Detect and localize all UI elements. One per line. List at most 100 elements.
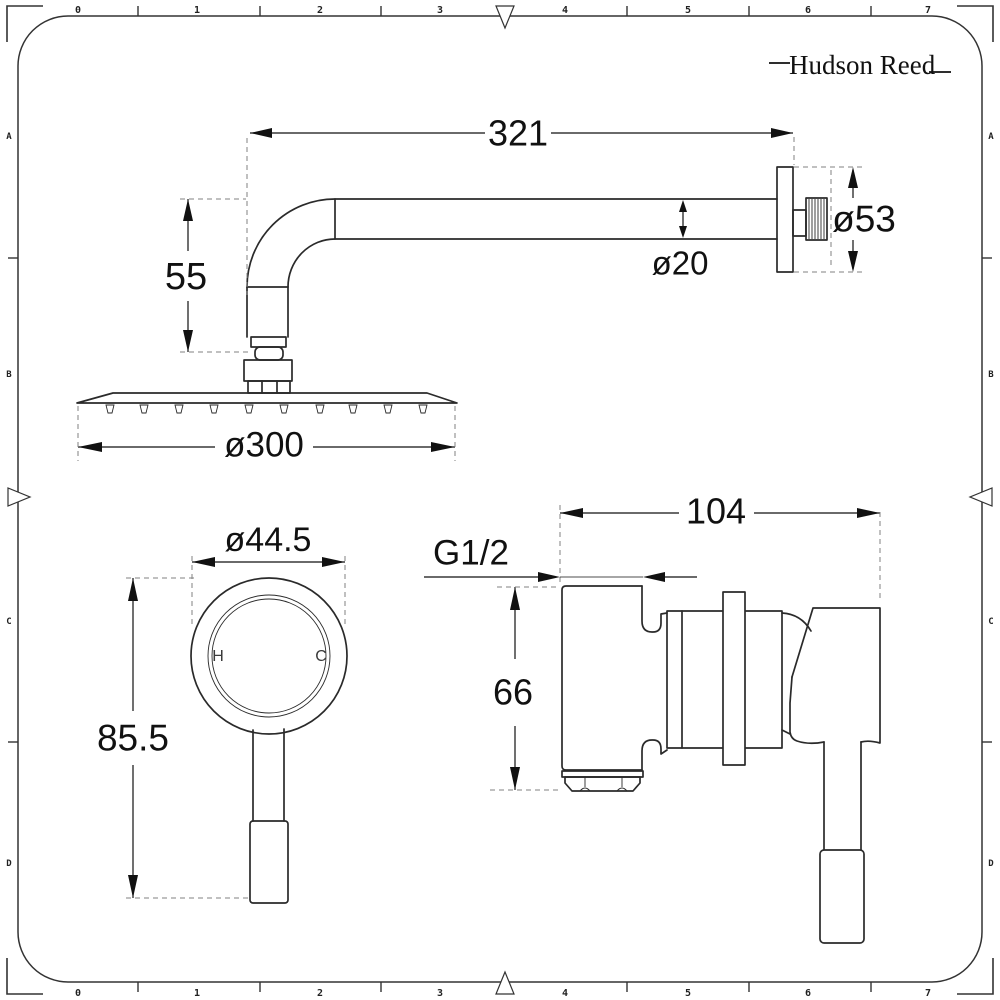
ruler-number: 2 [317, 988, 323, 999]
corner-bracket-bottom-left [6, 958, 43, 995]
dim-drop-height-text: 55 [165, 256, 207, 298]
dim-head-diameter-text: ø300 [224, 426, 304, 465]
ruler-number: 4 [562, 988, 568, 999]
valve-dimensions: 104 G1/2 66 [424, 491, 881, 791]
dim-arrow-up [183, 199, 193, 221]
dim-flange-diameter-text: ø53 [832, 199, 896, 240]
ruler-number: 3 [437, 988, 443, 999]
ruler-number: 3 [437, 5, 443, 16]
nozzle [348, 404, 358, 414]
ruler-number: 1 [194, 5, 200, 16]
head-connector-block [243, 359, 293, 382]
ruler-letter: D [988, 859, 994, 869]
ruler-ticks [8, 6, 992, 992]
lever-handle-underside [789, 676, 825, 745]
hot-label: H [212, 648, 224, 665]
threaded-nipple [805, 197, 828, 241]
ruler-letter: D [6, 859, 12, 869]
ruler-number: 2 [317, 5, 323, 16]
head-ball-joint [254, 346, 284, 361]
dim-arrow-up [128, 578, 138, 601]
nozzle [105, 404, 115, 414]
ruler-number: 5 [685, 5, 691, 16]
valve-outline [561, 585, 881, 944]
hudson-reed-logo: Hudson Reed [769, 50, 951, 80]
nozzle [139, 404, 149, 414]
dim-arrow-left [250, 128, 272, 138]
dim-handle-height-text: 85.5 [97, 718, 169, 759]
shower-arm-head-view: 321 55 ø20 ø53 [76, 113, 896, 465]
corner-bracket-top-right [957, 5, 994, 42]
nozzle [279, 404, 289, 414]
dim-depth-text: 104 [686, 491, 746, 532]
border-frame: 0 1 2 3 4 5 6 7 0 1 2 3 4 5 6 7 A B C D [6, 5, 994, 999]
nut-facet-arc [616, 787, 628, 792]
dim-handle-diameter-text: ø44.5 [225, 521, 312, 559]
dim-arrow-left [643, 572, 665, 582]
center-mark-triangle-right [968, 487, 993, 507]
ruler-letter: C [6, 617, 11, 627]
dim-arrow-down [128, 875, 138, 898]
valve-base-band [561, 770, 644, 778]
dim-arrow-left [560, 508, 583, 518]
ruler-letter: A [988, 132, 994, 142]
handle-outer-ring [190, 577, 348, 735]
hub-neck-line [781, 729, 791, 735]
dim-arrow-up [679, 200, 687, 212]
ruler-numbers-bottom: 0 1 2 3 4 5 6 7 [75, 988, 931, 999]
dim-arrow-up [510, 587, 520, 610]
ruler-letter: B [988, 370, 994, 380]
dim-body-height-text: 66 [493, 672, 533, 713]
dim-arrow-right [771, 128, 793, 138]
dim-arm-length-text: 321 [488, 113, 548, 154]
nozzle [418, 404, 428, 414]
shower-arm-dimensions: 321 55 ø20 ø53 [77, 113, 896, 465]
ruler-number: 4 [562, 5, 568, 16]
dim-arrow-down [848, 251, 858, 272]
sheet-border [17, 15, 983, 983]
arm-outer-profile [246, 198, 778, 288]
ruler-letter: A [6, 132, 12, 142]
wall-flange [776, 166, 794, 273]
valve-inlet-nut [564, 776, 641, 792]
ruler-number: 5 [685, 988, 691, 999]
escutcheon-flange [722, 591, 746, 766]
ruler-number: 1 [194, 988, 200, 999]
cold-label: C [315, 648, 327, 665]
ruler-number: 0 [75, 988, 81, 999]
dim-arrow-down [679, 226, 687, 238]
head-connector-collar [250, 336, 287, 348]
valve-body-bottom-notch [641, 739, 668, 771]
dim-arrow-right [322, 557, 345, 567]
nozzle [174, 404, 184, 414]
nozzle [383, 404, 393, 414]
dim-arrow-up [848, 167, 858, 188]
shower-arm-outline [76, 166, 828, 414]
dim-arm-diameter-text: ø20 [652, 245, 709, 282]
nozzle [315, 404, 325, 414]
ruler-number: 0 [75, 5, 81, 16]
ruler-letters-right: A B C D [988, 132, 994, 869]
lever-grip [819, 849, 865, 944]
ruler-numbers-top: 0 1 2 3 4 5 6 7 [75, 5, 931, 16]
arm-inner-profile [287, 238, 778, 288]
thread-hatching [808, 199, 825, 239]
ruler-number: 7 [925, 5, 931, 16]
dim-arrow-left [78, 442, 102, 452]
valve-body-top-notch [641, 585, 668, 633]
thread-size-text: G1/2 [433, 534, 509, 573]
ruler-number: 6 [805, 988, 811, 999]
handle-inner-ring [211, 598, 327, 714]
shower-nozzles [105, 404, 428, 414]
dim-arrow-down [183, 330, 193, 352]
thread-neck [792, 209, 807, 237]
nut-facet-arc [579, 787, 591, 792]
ruler-letters-left: A B C D [6, 132, 12, 869]
handle-hub-arc [781, 612, 812, 632]
center-mark-triangle-bottom [495, 970, 515, 995]
head-connector-nut [247, 380, 291, 394]
handle-front-view: H C ø44.5 85.5 [97, 521, 348, 904]
handle-dimensions: ø44.5 85.5 [97, 521, 346, 899]
